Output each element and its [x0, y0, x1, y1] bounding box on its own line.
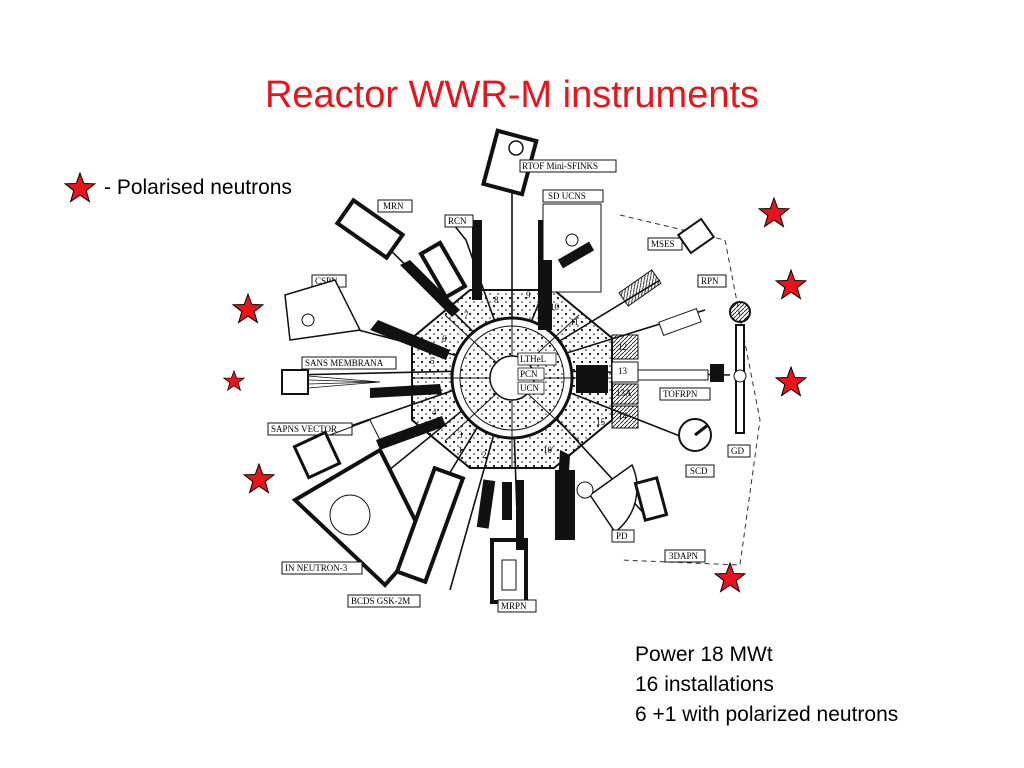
dapn-station: 3DAPN	[633, 475, 706, 563]
info-block: Power 18 MWt 16 installations 6 +1 with …	[635, 640, 898, 730]
polarised-star-icon	[232, 293, 264, 324]
core-label-lthel: LTHeL	[520, 354, 546, 364]
core-label-pcn: PCN	[520, 369, 538, 379]
polarised-star-icon	[714, 562, 746, 593]
channel-4: 4	[432, 407, 437, 417]
channel-10: 10	[550, 302, 560, 312]
label-bcds: BCDS GSK-2M	[351, 596, 410, 606]
label-mses: MSES	[651, 239, 675, 249]
page-title: Reactor WWR-M instruments	[264, 74, 760, 116]
label-gd: GD	[731, 446, 744, 456]
gd-station: GD	[727, 301, 751, 458]
channel-13a: 13A	[616, 388, 632, 398]
info-power: Power 18 MWt	[635, 643, 773, 666]
label-sapns: SAPNS VECTOR	[271, 424, 337, 434]
polarised-star-icon	[775, 366, 807, 397]
sans-station: SANS MEMBRANA	[281, 356, 397, 395]
label-tofrpn: TOFRPN	[663, 389, 698, 399]
hall-boundary	[619, 214, 761, 566]
core-label-ucn: UCN	[520, 383, 540, 393]
polarised-star-icon	[243, 463, 275, 494]
channel-12: 12	[618, 342, 627, 352]
tofrpn-station: TOFRPN	[637, 364, 724, 401]
rcn-station: RCN	[418, 214, 474, 300]
info-installations: 16 installations	[635, 673, 774, 696]
channel-1: 1	[458, 445, 463, 455]
label-mrn: MRN	[383, 201, 404, 211]
thermal-column	[576, 334, 639, 429]
legend-label: - Polarised neutrons	[104, 176, 292, 199]
channel-6: 6	[442, 334, 447, 344]
mrpn-station: MRPN	[490, 538, 537, 613]
rpn-station: RPN	[658, 274, 727, 337]
beam-guides	[476, 479, 524, 550]
label-sans: SANS MEMBRANA	[305, 358, 384, 368]
pd-station: PD	[576, 463, 638, 543]
polarised-star-icon	[758, 197, 790, 228]
channel-8: 8	[494, 295, 499, 305]
sducns-station: SD UCNS	[538, 189, 604, 540]
label-rcn: RCN	[448, 216, 467, 226]
sapns-station: SAPNS VECTOR	[267, 419, 381, 480]
label-scd: SCD	[690, 466, 708, 476]
legend: - Polarised neutrons	[64, 172, 292, 204]
channel-13: 13	[618, 366, 628, 376]
channel-9: 9	[526, 290, 531, 300]
channel-11: 11	[570, 317, 579, 327]
mses-station: MSES	[618, 217, 716, 307]
polarised-star-icon	[775, 269, 807, 300]
label-mrpn: MRPN	[501, 601, 527, 611]
bcds-station: BCDS GSK-2M	[347, 465, 466, 608]
channel-5: 5	[430, 356, 435, 366]
channel-10-prime: 10'	[543, 445, 554, 455]
cspn-station: CSPN	[284, 274, 362, 341]
channel-3: 3	[458, 430, 463, 440]
label-rpn: RPN	[701, 276, 719, 286]
label-sducns: SD UCNS	[548, 191, 586, 201]
label-rtof: RTOF Mini-SFINKS	[522, 161, 598, 171]
label-dapn: 3DAPN	[669, 551, 699, 561]
scd-station: SCD	[678, 418, 715, 478]
mrn-station: MRN	[334, 197, 413, 261]
channel-2: 2	[482, 450, 487, 460]
star-icon	[64, 172, 96, 203]
polarised-star-icon-small	[223, 370, 245, 392]
channel-14: 14	[618, 411, 628, 421]
info-polarized: 6 +1 with polarized neutrons	[635, 703, 899, 726]
channel-7: 7	[464, 310, 469, 320]
channel-15: 15	[596, 417, 606, 427]
reactor-hall-diagram: LTHeL PCN UCN 1 2 3 4 5 6 7 8 9 10 10' 1…	[267, 128, 761, 613]
label-cspn: CSPN	[315, 276, 338, 286]
rtof-station: RTOF Mini-SFINKS	[480, 128, 617, 197]
label-pd: PD	[616, 531, 628, 541]
label-inneutron: IN NEUTRON-3	[285, 563, 348, 573]
